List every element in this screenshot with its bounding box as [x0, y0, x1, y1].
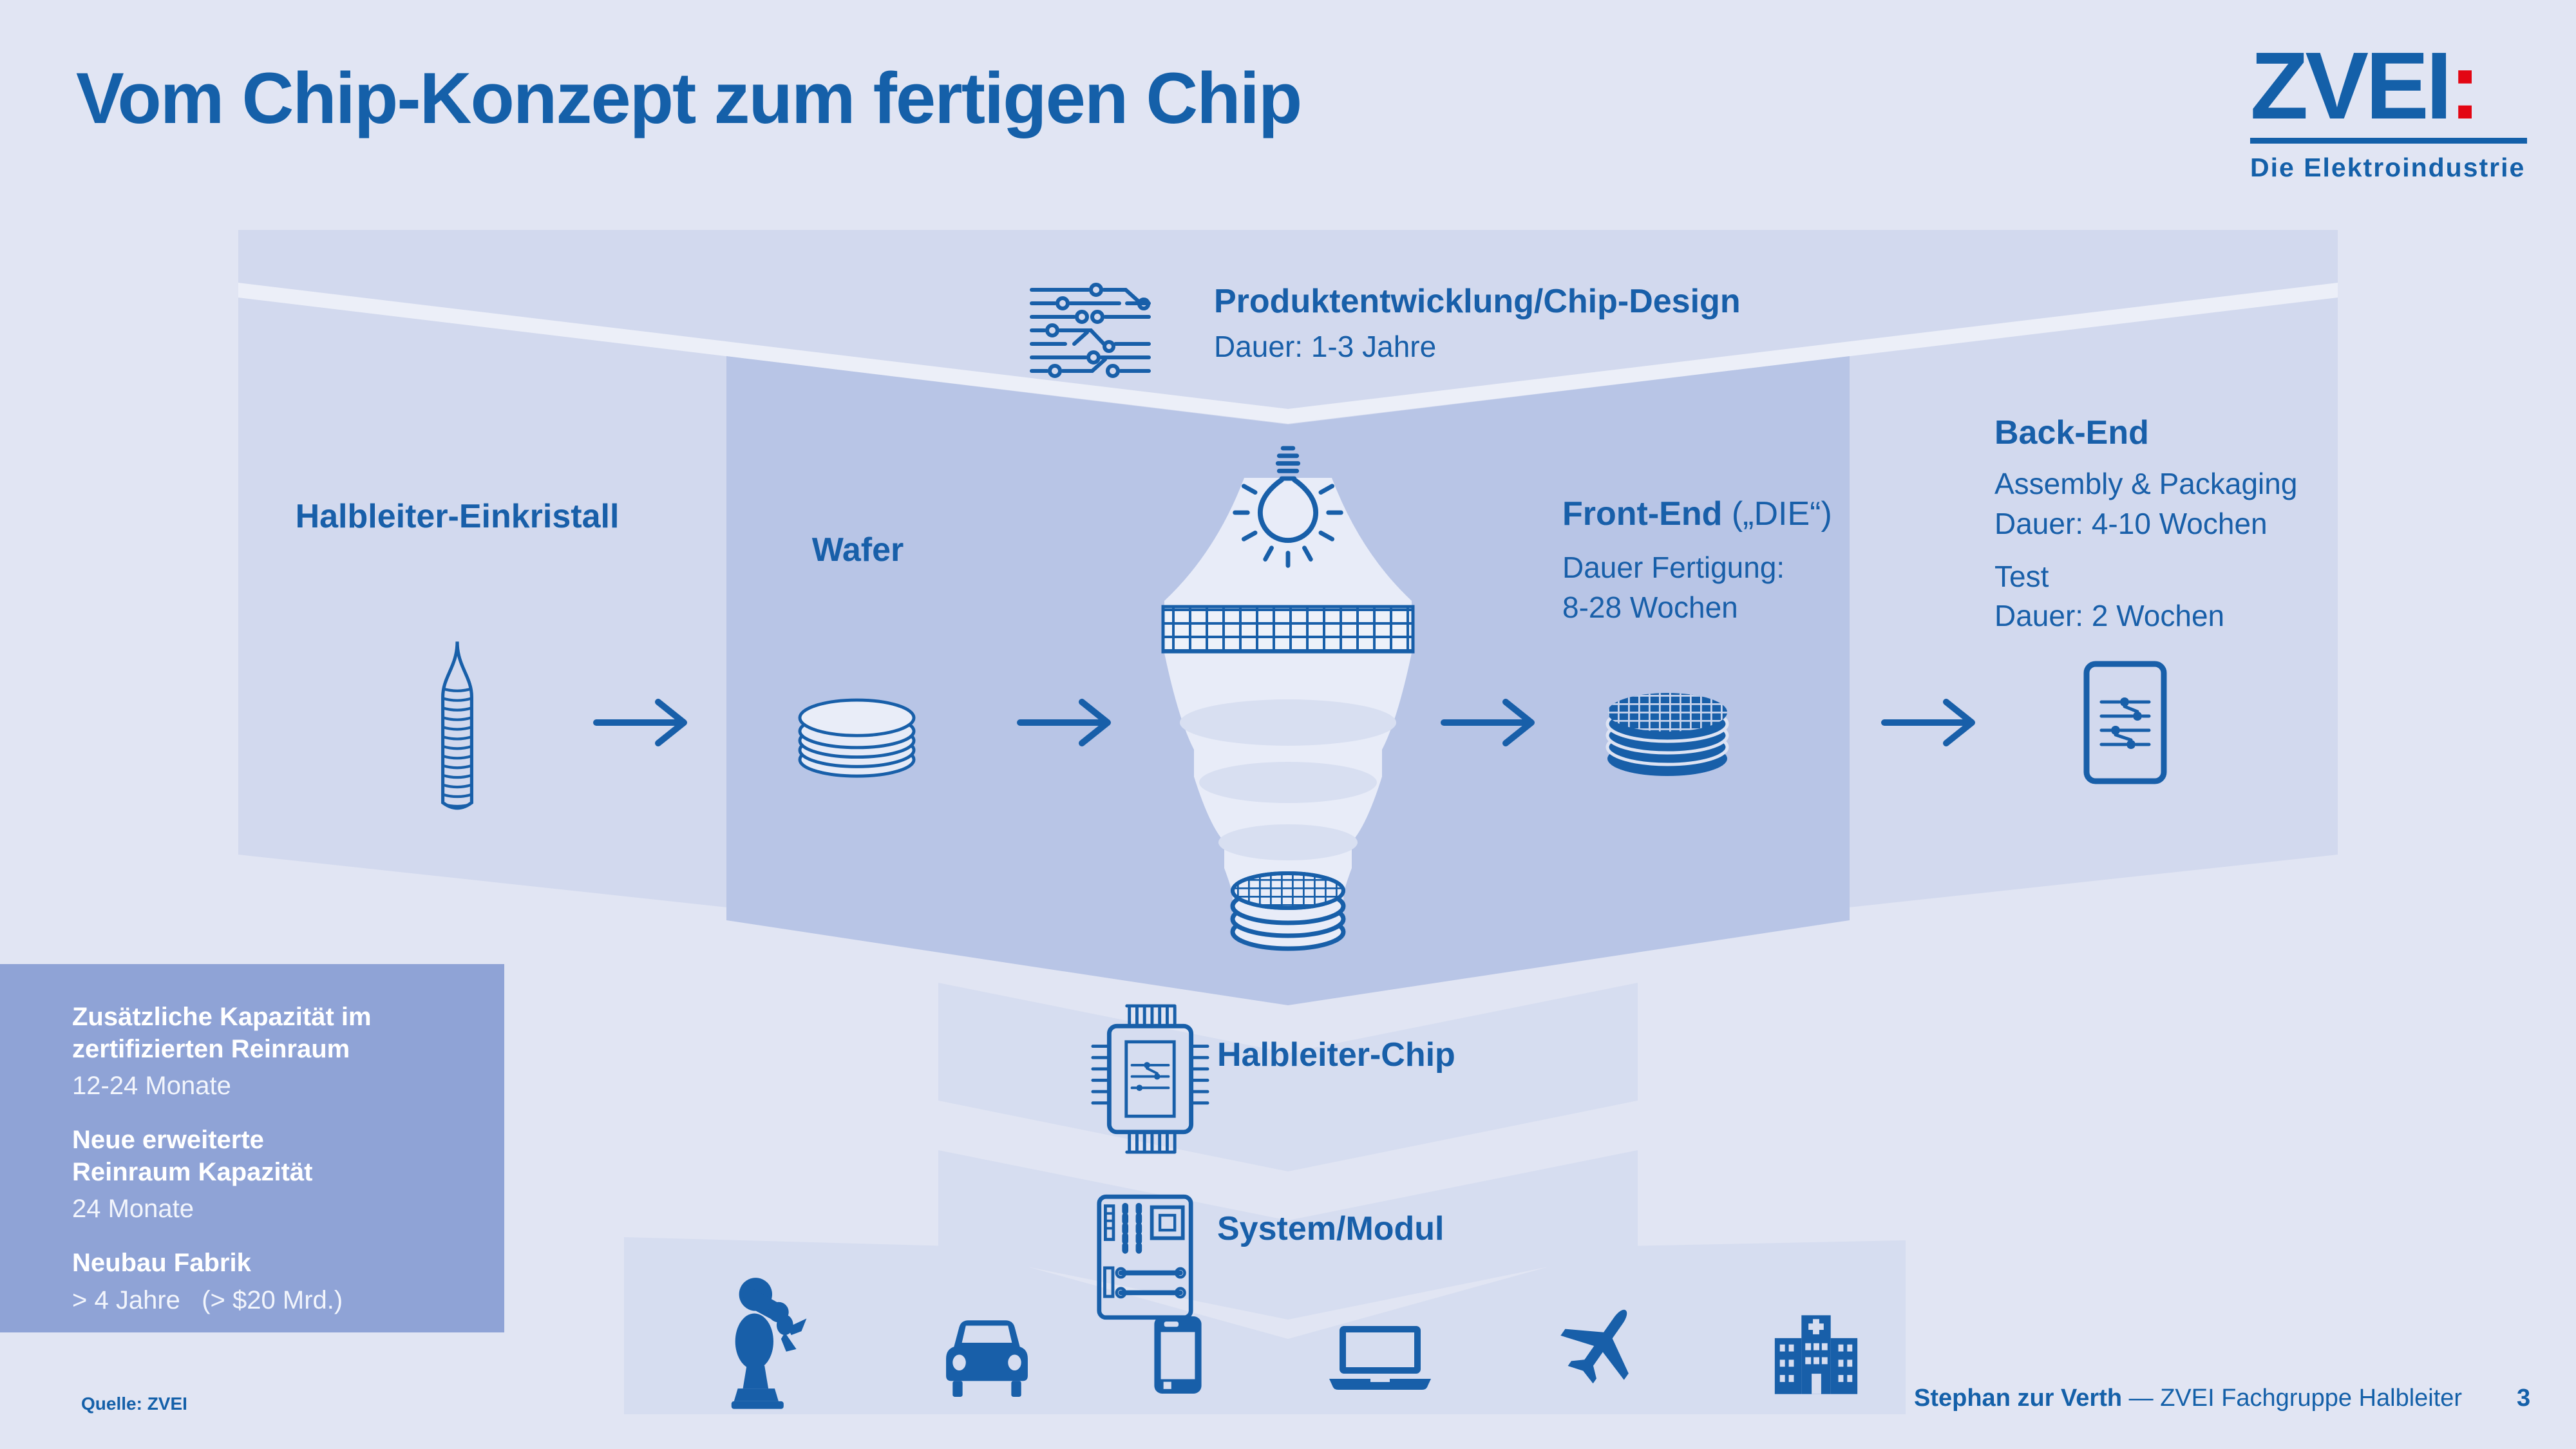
capacity-item-2-value: 24 Monate: [72, 1195, 194, 1224]
capacity-item-1-value: 12-24 Monate: [72, 1072, 231, 1101]
crystal-ingot-icon: [441, 641, 473, 810]
modul-label: System/Modul: [1217, 1210, 1444, 1247]
smartphone-icon: [1154, 1316, 1202, 1394]
car-icon: [946, 1320, 1028, 1397]
frontend-line1: Dauer Fertigung:: [1562, 551, 1785, 585]
capacity-item-1-title-line2: zertifizierten Reinraum: [72, 1034, 350, 1063]
packaged-chip-icon: [2083, 661, 2167, 784]
frontend-block: Front-End („DIE“) Dauer Fertigung: 8-28 …: [1562, 495, 1832, 628]
idea-bulb-icon: [1233, 446, 1343, 568]
frontend-heading-bold: Front-End: [1562, 495, 1723, 533]
zvei-logo-tagline: Die Elektroindustrie: [2250, 153, 2526, 182]
flow-arrows: [593, 699, 1975, 746]
footer-separator: —: [2122, 1385, 2161, 1412]
chip-band: [938, 983, 1638, 1171]
hospital-icon: [1774, 1315, 1858, 1394]
die-stack-icon: [1605, 693, 1729, 776]
backend-line1: Assembly & Packaging: [1994, 467, 2298, 501]
flow-arrow-2: [1017, 699, 1111, 746]
footer-credit: Stephan zur Verth — ZVEI Fachgruppe Halb…: [1914, 1385, 2462, 1412]
zvei-logo-text: ZVEI: [2250, 33, 2452, 139]
frontend-heading-note: („DIE“): [1722, 495, 1832, 533]
system-modul-icon: [1097, 1194, 1193, 1320]
backend-line2: Dauer: 4-10 Wochen: [1994, 506, 2268, 540]
ingot-slice-3: [1218, 824, 1358, 860]
backend-line4: Dauer: 2 Wochen: [1994, 599, 2225, 633]
flow-arrow-1: [593, 699, 687, 746]
capacity-item-3: Neubau Fabrik > 4 Jahre (> $20 Mrd.): [72, 1247, 478, 1316]
ingot-slice-2: [1199, 762, 1377, 803]
design-duration: Dauer: 1-3 Jahre: [1214, 330, 1437, 363]
frontend-line2: 8-28 Wochen: [1562, 590, 1738, 624]
sliced-wafer-stack: [1230, 871, 1346, 951]
capacity-item-2-title-line2: Reinraum Kapazität: [72, 1157, 313, 1186]
circuit-design-icon: [1030, 283, 1151, 378]
page-number: 3: [2517, 1385, 2531, 1412]
page-title: Vom Chip-Konzept zum fertigen Chip: [76, 58, 1302, 138]
zvei-logo: ZVEI: Die Elektroindustrie: [2250, 39, 2527, 183]
capacity-item-3-title-line1: Neubau Fabrik: [72, 1249, 251, 1278]
footer-org: ZVEI Fachgruppe Halbleiter: [2160, 1385, 2463, 1412]
laptop-icon: [1329, 1326, 1431, 1390]
capacity-item-1-title-line1: Zusätzliche Kapazität im: [72, 1003, 372, 1031]
wafer-stack-icon: [798, 698, 916, 778]
capacity-box: Zusätzliche Kapazität im zertifizierten …: [0, 964, 504, 1332]
backend-heading: Back-End: [1994, 414, 2149, 451]
zvei-logo-rule: [2250, 138, 2527, 144]
flow-arrow-4: [1881, 699, 1975, 746]
wafer-grid-band: [1161, 605, 1415, 654]
halbleiter-chip-icon: [1091, 1004, 1209, 1154]
design-heading: Produktentwicklung/Chip-Design: [1214, 283, 1741, 320]
capacity-item-2-title-line1: Neue erweiterte: [72, 1126, 264, 1155]
capacity-item-2: Neue erweiterte Reinraum Kapazität 24 Mo…: [72, 1124, 478, 1224]
zvei-logo-wordmark: ZVEI:: [2250, 39, 2527, 134]
backend-block: Back-End Assembly & Packaging Dauer: 4-1…: [1994, 413, 2297, 636]
zvei-logo-colon: :: [2448, 33, 2481, 139]
capacity-item-1: Zusätzliche Kapazität im zertifizierten …: [72, 1001, 478, 1101]
capacity-item-3-value: > 4 Jahre (> $20 Mrd.): [72, 1285, 343, 1314]
source-note: Quelle: ZVEI: [81, 1394, 187, 1414]
wafer-label: Wafer: [811, 531, 904, 569]
chip-label: Halbleiter-Chip: [1217, 1036, 1455, 1074]
robot-arm-icon: [731, 1278, 807, 1409]
airplane-icon: [1560, 1309, 1629, 1384]
flow-arrow-3: [1441, 699, 1535, 746]
einkristall-label: Halbleiter-Einkristall: [295, 498, 620, 535]
backend-line3: Test: [1994, 559, 2049, 593]
frontend-heading: Front-End („DIE“): [1562, 495, 1832, 534]
ingot-slice-1: [1180, 699, 1396, 746]
footer-author: Stephan zur Verth: [1914, 1385, 2123, 1412]
